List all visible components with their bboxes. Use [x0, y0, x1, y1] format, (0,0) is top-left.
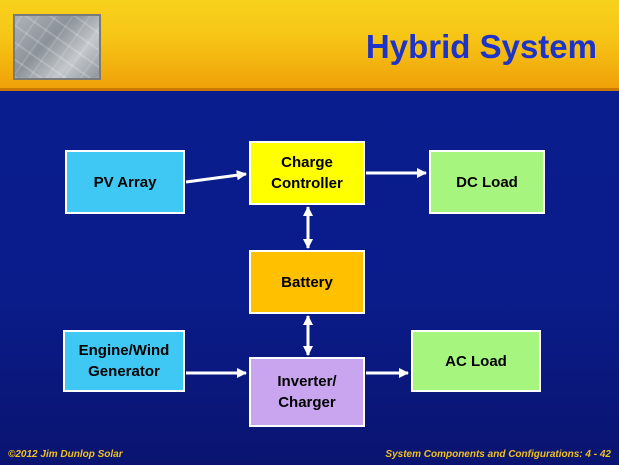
copyright-footer: ©2012 Jim Dunlop Solar [8, 449, 123, 460]
inverter-charger-box: Inverter/ Charger [249, 357, 365, 427]
arrow-pv-to-controller [185, 170, 248, 184]
header-banner: Hybrid System [0, 0, 619, 91]
battery-box: Battery [249, 250, 365, 314]
dc-load-box: DC Load [429, 150, 545, 214]
ac-load-box: AC Load [411, 330, 541, 392]
slide-title: Hybrid System [365, 28, 597, 65]
pv-array-box: PV Array [65, 150, 185, 214]
solar-panel-logo-icon [13, 14, 101, 80]
slide-number-footer: System Components and Configurations: 4 … [385, 449, 611, 460]
engine-wind-generator-box: Engine/Wind Generator [63, 330, 185, 392]
charge-controller-box: Charge Controller [249, 141, 365, 205]
